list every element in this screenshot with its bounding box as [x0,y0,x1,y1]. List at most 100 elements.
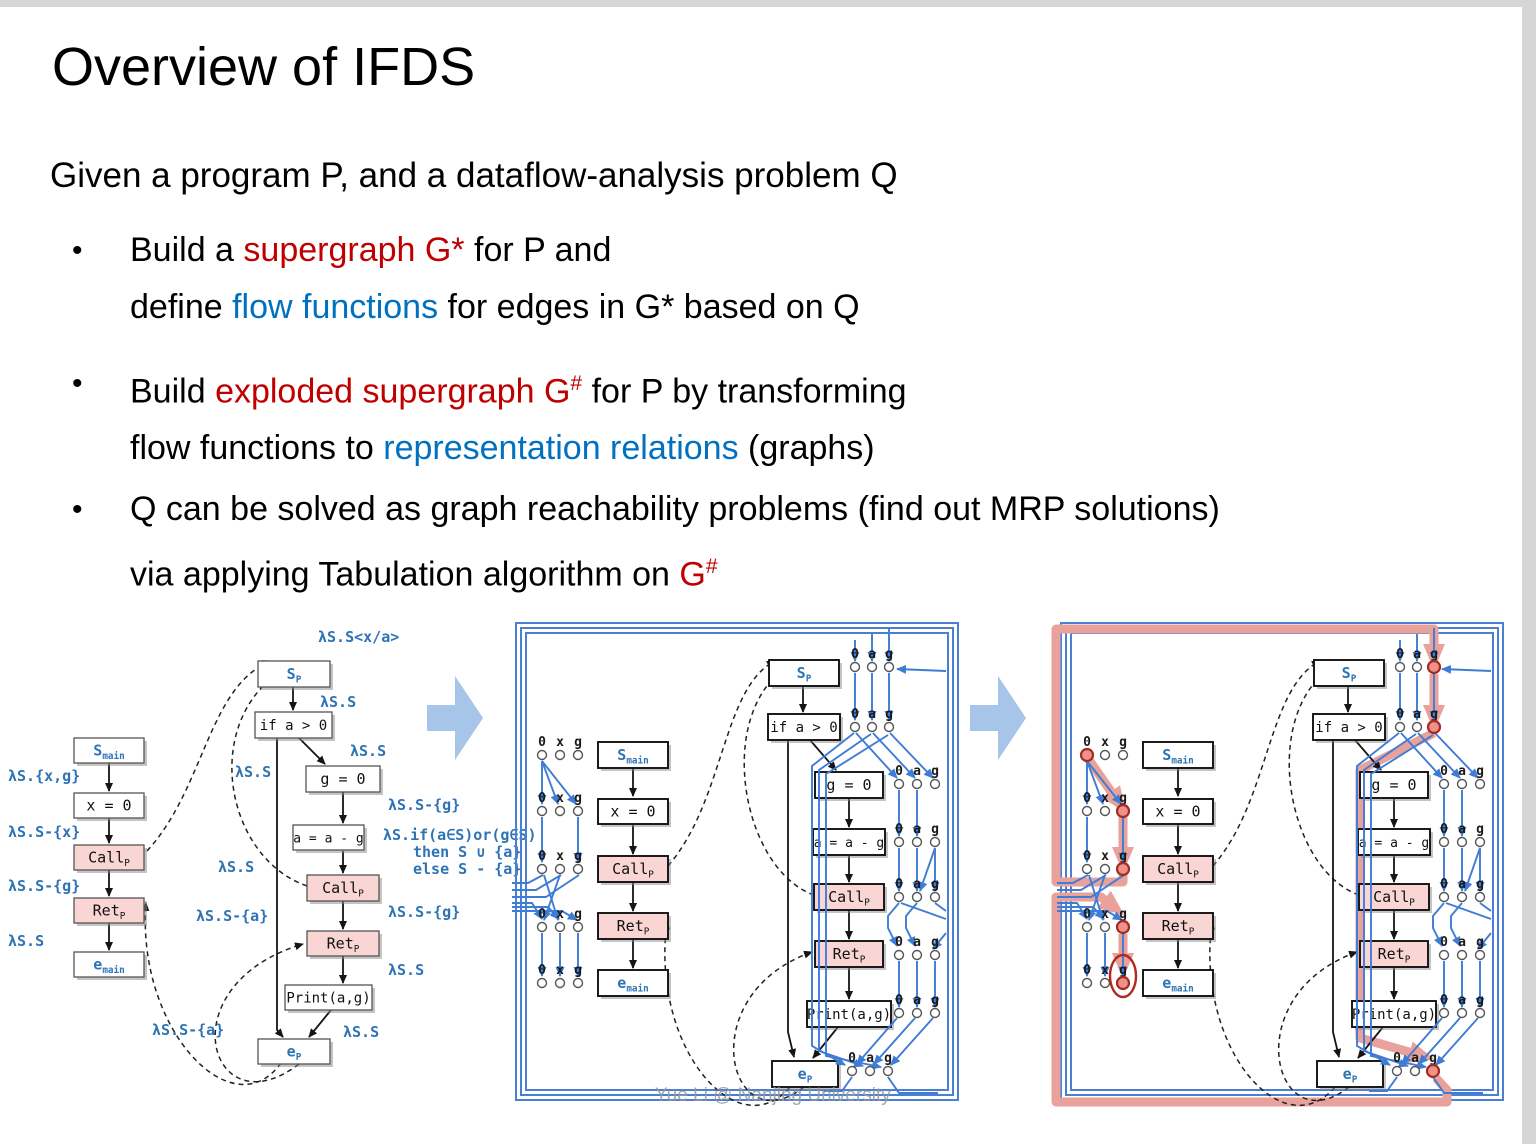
fact-flow-edge [1445,902,1492,920]
fact-label: 0 [538,849,546,864]
fact-label: a [868,707,876,722]
fact-flow-edge [1418,1017,1461,1065]
fact-label: g [1119,735,1127,750]
fact-dot [1081,805,1093,817]
fact-flow-edge [1477,932,1492,950]
fact-dot [1411,661,1423,673]
routing-frame-line [520,627,954,1096]
lambda-flow-function-label: λS.S [235,763,271,781]
call-return-dashed-edge [667,660,776,867]
fact-label: x [556,849,564,864]
fact-label: 0 [1083,849,1091,864]
fact-flow-edge [1401,1017,1443,1065]
fact-dot [1474,949,1486,961]
node-label: Smain [617,746,648,767]
fact-dot [929,891,941,903]
cfg-edge [274,738,284,1038]
fact-dot [1411,721,1423,733]
fact-label: g [1119,963,1127,978]
fact-flow-edge [1369,1076,1398,1092]
flow-node-box [257,660,331,688]
node-label: g = 0 [826,776,871,794]
lambda-flow-function-label: λS.S-{a} [196,907,268,925]
fact-label: g [1476,877,1484,892]
fact-dot [1081,977,1093,989]
fact-label: a [868,647,876,662]
lambda-flow-function-label: λS.S [218,858,254,876]
fact-label: g [1430,707,1438,722]
fact-dot [1099,749,1111,761]
fact-label: g [1430,647,1438,662]
node-label: RetP [617,917,650,938]
bullet-marker: • [72,367,83,400]
fact-dot [1391,1065,1403,1077]
fact-dot [1394,661,1406,673]
flow-node-box [284,984,373,1011]
fact-dot [929,1007,941,1019]
fact-label: g [574,907,582,922]
node-label: CallP [1373,888,1415,909]
call-return-dashed-edge [141,902,282,1086]
fact-flow-edge [541,760,577,805]
fact-flow-edge [1057,902,1088,920]
node-label: x = 0 [1155,803,1200,821]
fact-label: g [931,822,939,837]
fact-dot [1117,749,1129,761]
flow-node-box [305,765,381,793]
fact-dot [893,836,905,848]
fact-dot [554,863,566,875]
fact-dot [846,1065,858,1077]
fact-label: 0 [1440,993,1448,1008]
node-label: CallP [828,888,870,909]
fact-dot [536,805,548,817]
fact-label: g [931,935,939,950]
flow-node-box [73,792,145,819]
node-label: eP [287,1043,302,1064]
fact-dot [1474,778,1486,790]
solution-circle [1108,953,1138,999]
fact-dot [1474,1007,1486,1019]
fact-label: g [931,993,939,1008]
fact-flow-edge [1356,732,1400,1066]
fact-dot [554,749,566,761]
fact-dot [1456,1007,1468,1019]
fact-label: g [1429,1051,1437,1066]
fact-dot [911,778,923,790]
fact-label: 0 [538,963,546,978]
routing-frame-line [525,632,949,1091]
fact-label: g [1476,935,1484,950]
lambda-flow-function-label: λS.S [8,932,44,950]
fact-dot [883,661,895,673]
lambda-flow-function-label: λS.S-{a} [152,1021,224,1039]
fact-label: 0 [895,935,903,950]
fact-label: 0 [1083,791,1091,806]
flow-node-box [1316,1060,1384,1088]
lambda-flow-function-label: λS.S-{g} [388,796,460,814]
node-label: a = a - g [814,836,884,851]
fact-dot [1474,836,1486,848]
reachable-path-highlight [1051,890,1452,1107]
reached-fact-dot [1426,719,1442,735]
fact-flow-edge [1057,874,1125,898]
flow-node-box [73,844,145,871]
flow-node-box [806,1000,892,1028]
fact-label: g [574,791,582,806]
edge-strip-right [1522,0,1536,1144]
fact-flow-edge [512,906,560,920]
fact-label: g [1119,791,1127,806]
fact-label: g [931,764,939,779]
fact-flow-edge [918,847,936,892]
fact-flow-edge [1435,1017,1479,1066]
flow-node-box [1313,659,1385,687]
reached-fact-dot [1115,975,1131,991]
fact-flow-edge [1086,760,1105,805]
flow-node-box [1351,1000,1437,1028]
fact-label: 0 [895,822,903,837]
fact-flow-edge [541,760,560,805]
fact-label: g [574,963,582,978]
lambda-flow-function-label: λS.{x,g} [8,767,80,785]
fact-label: g [931,877,939,892]
fact-dot [893,1007,905,1019]
